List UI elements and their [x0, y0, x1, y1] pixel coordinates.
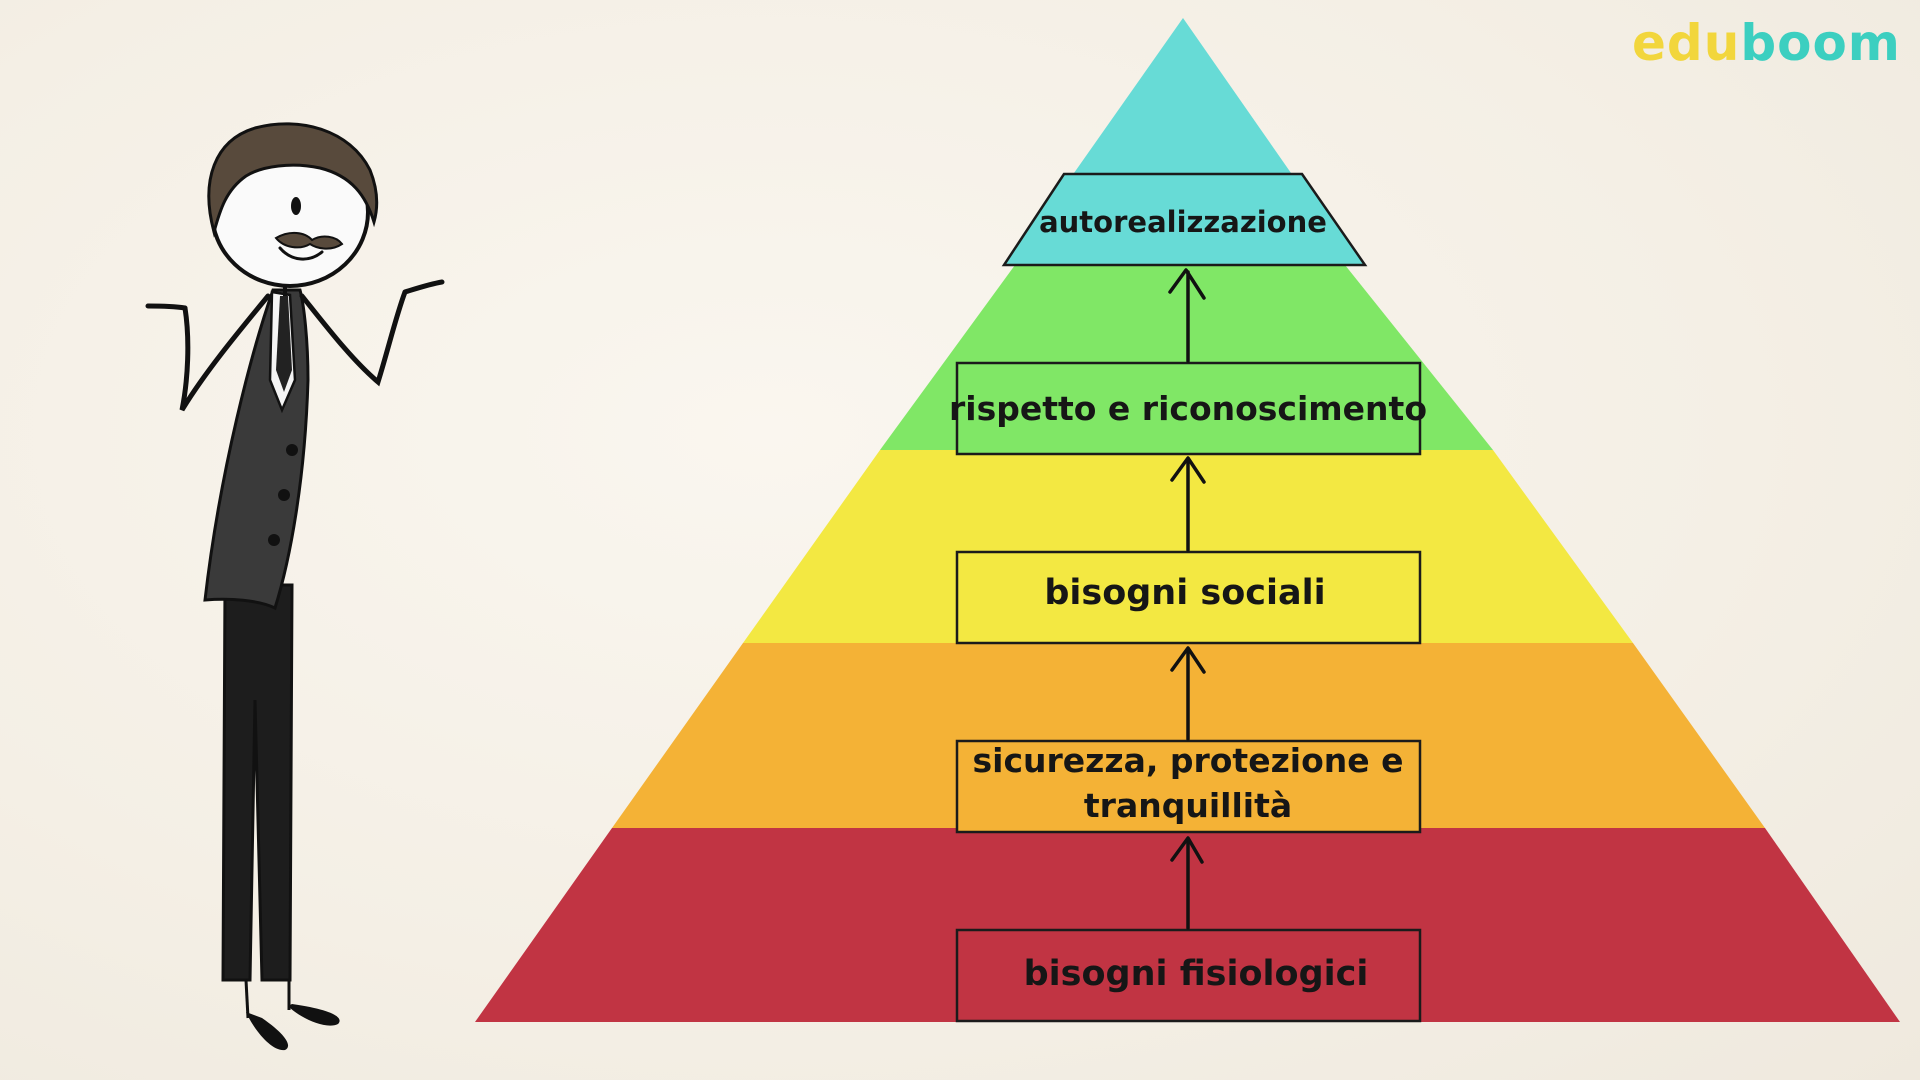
- character-smile: [278, 246, 324, 261]
- character-legs: [221, 583, 294, 982]
- character-button-1: [286, 444, 298, 456]
- arrow-rispetto-to-autorealizzazione: [1168, 268, 1206, 363]
- character-left-arm: [179, 293, 271, 412]
- level-label-fisiologici: bisogni fisiologici: [1024, 954, 1369, 994]
- level-box-rispetto: [955, 361, 1422, 456]
- character-moustache: [274, 232, 344, 250]
- pyramid-band-top: [1074, 18, 1291, 173]
- character-right-hand: [402, 279, 445, 295]
- character-left-hand: [145, 303, 188, 311]
- character-hair: [207, 122, 379, 238]
- character-eye: [291, 197, 301, 215]
- character-right-arm: [299, 289, 408, 387]
- character-right-shoe: [288, 1004, 340, 1026]
- arrow-sicurezza-to-sociali: [1170, 646, 1206, 741]
- level-label-autorealizzazione: autorealizzazione: [1039, 205, 1327, 239]
- level-box-autorealizzazione: [1001, 172, 1368, 267]
- level-label-sociali: bisogni sociali: [1044, 573, 1325, 613]
- level-box-fisiologici: [955, 928, 1422, 1023]
- character-button-2: [278, 489, 290, 501]
- level-label-sicurezza-line1: sicurezza, protezione e: [972, 741, 1403, 780]
- level-box-sociali: [955, 550, 1422, 645]
- character-tie: [276, 296, 292, 392]
- cartoon-character-illustration: [145, 122, 445, 1051]
- eduboom-logo: eduboom: [1632, 18, 1901, 68]
- level-label-sicurezza-line2: tranquillità: [1084, 786, 1292, 825]
- arrow-sociali-to-rispetto: [1170, 456, 1206, 552]
- logo-part-boom: boom: [1740, 14, 1901, 72]
- logo-part-edu: edu: [1632, 14, 1741, 72]
- arrow-fisiologici-to-sicurezza: [1170, 836, 1204, 930]
- character-left-shoe: [246, 1012, 289, 1051]
- level-box-sicurezza: [955, 739, 1422, 834]
- level-label-rispetto: rispetto e riconoscimento: [949, 389, 1427, 428]
- character-button-3: [268, 534, 280, 546]
- character-left-ankle: [244, 979, 250, 1019]
